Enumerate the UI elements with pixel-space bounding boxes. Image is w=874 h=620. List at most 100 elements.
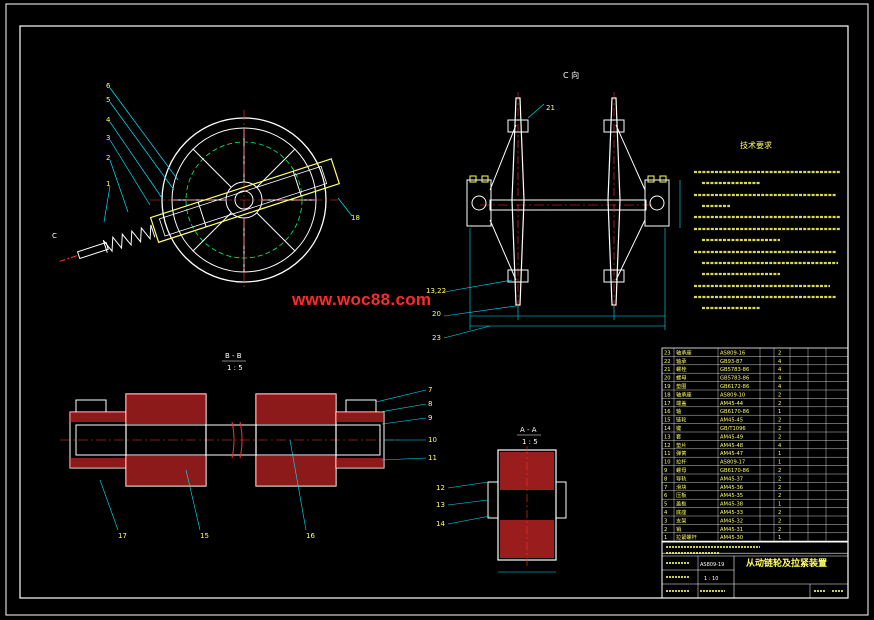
parts-row-qty: 1 [778, 535, 781, 541]
parts-row-code: AM45-44 [720, 401, 744, 407]
parts-row-qty: 1 [778, 502, 781, 508]
parts-row-code: GB5783-86 [720, 376, 749, 382]
bb-title: B - B [225, 352, 242, 360]
parts-row-name: 轴承座 [676, 348, 692, 356]
wheel-callout-1: 1 [106, 180, 110, 188]
parts-row-name: 垫片 [676, 441, 686, 449]
parts-row-qty: 4 [778, 359, 782, 365]
wheel-callout-3: 3 [106, 134, 110, 142]
wheel-callout-4: 4 [106, 116, 111, 124]
bb-callout-7: 7 [428, 386, 432, 394]
parts-row-name: 拉杆 [676, 458, 686, 466]
parts-row-name: 轴承 [676, 357, 687, 365]
aa-callout-14: 14 [436, 520, 445, 528]
parts-row-name: 螺母 [676, 374, 686, 382]
parts-row-code: AM45-38 [720, 502, 743, 508]
title-block-scale: 1 : 10 [704, 576, 718, 582]
aa-callout-13: 13 [436, 501, 445, 509]
parts-row-code: AM45-30 [720, 535, 743, 541]
parts-row-no: 1 [664, 535, 667, 541]
parts-row-qty: 2 [778, 510, 781, 516]
parts-row-qty: 2 [778, 468, 781, 474]
bb-section: B - B 1 : 5 [60, 352, 437, 540]
parts-row-qty: 1 [778, 460, 781, 466]
parts-row-no: 16 [664, 409, 671, 415]
parts-row-qty: 2 [778, 476, 781, 482]
parts-row-name: 轴 [676, 407, 681, 415]
parts-row-qty: 2 [778, 518, 781, 524]
wheel-callout-18: 18 [351, 214, 360, 222]
tech-req-title: 技术要求 [740, 140, 772, 150]
parts-row-no: 15 [664, 418, 671, 424]
parts-row-name: 导轨 [676, 474, 686, 482]
parts-row-no: 9 [664, 468, 667, 474]
title-block: 从动链轮及拉紧装置 AS809-19 1 : 10 [661, 541, 849, 599]
parts-row-code: AM45-32 [720, 518, 743, 524]
bb-callout-9: 9 [428, 414, 432, 422]
parts-row-name: 底座 [676, 508, 686, 516]
parts-row-name: 螺栓 [676, 365, 687, 373]
wheel-callout-5: 5 [106, 96, 110, 104]
aa-section: A - A 1 : 5 12 13 14 [436, 426, 567, 573]
parts-row-name: 螺母 [676, 466, 686, 474]
parts-row-code: AM45-48 [720, 443, 743, 449]
bb-callout-11: 11 [428, 454, 437, 462]
parts-row-no: 12 [664, 443, 671, 449]
aa-title: A - A [520, 426, 537, 434]
parts-row-no: 21 [664, 367, 671, 373]
aa-scale: 1 : 5 [522, 438, 538, 446]
parts-row-no: 17 [664, 401, 671, 407]
parts-row-code: AM45-31 [720, 527, 743, 533]
bb-callout-15: 15 [200, 532, 209, 540]
parts-row-no: 23 [664, 350, 671, 356]
parts-row-code: GB6170-86 [720, 468, 749, 474]
c-view-callout-20: 20 [432, 310, 441, 318]
parts-row-name: 销 [676, 525, 681, 533]
parts-row-code: AM45-36 [720, 485, 743, 491]
parts-row-name: 拉紧螺杆 [676, 533, 697, 541]
parts-row-no: 18 [664, 392, 671, 398]
wheel-callout-2: 2 [106, 154, 110, 162]
parts-row-name: 端盖 [676, 399, 686, 407]
bb-scale: 1 : 5 [227, 364, 243, 372]
parts-row-qty: 2 [778, 418, 781, 424]
parts-row-qty: 4 [778, 384, 782, 390]
parts-row-name: 压板 [676, 491, 687, 499]
parts-row-name: 弹簧 [676, 449, 686, 457]
parts-row-qty: 2 [778, 350, 781, 356]
parts-row-name: 盖板 [676, 500, 687, 508]
parts-row-code: AS809-17 [720, 460, 745, 466]
parts-row-name: 套 [676, 432, 682, 440]
parts-row-qty: 2 [778, 527, 781, 533]
parts-row-code: AM45-47 [720, 451, 743, 457]
inner-frame [19, 25, 849, 599]
parts-row-qty: 2 [778, 426, 781, 432]
parts-row-code: AM45-45 [720, 418, 743, 424]
c-view-arrow-label: C [52, 232, 57, 240]
outer-frame [5, 3, 869, 616]
parts-row-qty: 2 [778, 392, 781, 398]
parts-row-no: 22 [664, 359, 671, 365]
title-block-drawing-no: AS809-19 [700, 562, 724, 568]
parts-row-qty: 2 [778, 434, 781, 440]
parts-row-name: 支架 [676, 516, 686, 524]
parts-row-code: AS809-16 [720, 350, 745, 356]
watermark-text: www.woc88.com [292, 290, 432, 309]
wheel-view: 6 5 4 3 2 1 18 C [52, 82, 360, 290]
parts-row-no: 13 [664, 434, 671, 440]
parts-row-no: 8 [664, 476, 667, 482]
c-view-callout-21: 21 [546, 104, 555, 112]
parts-row-code: GB5783-86 [720, 367, 749, 373]
bb-callout-16: 16 [306, 532, 315, 540]
parts-row-qty: 2 [778, 493, 781, 499]
parts-row-no: 7 [664, 485, 667, 491]
parts-row-code: AM45-33 [720, 510, 743, 516]
c-view: C 向 [426, 70, 681, 342]
parts-row-code: AM45-35 [720, 493, 743, 499]
wheel-callout-6: 6 [106, 82, 111, 90]
parts-row-code: AM45-49 [720, 434, 743, 440]
parts-row-code: GB6170-86 [720, 409, 749, 415]
aa-callout-12: 12 [436, 484, 445, 492]
parts-row-no: 3 [664, 518, 667, 524]
